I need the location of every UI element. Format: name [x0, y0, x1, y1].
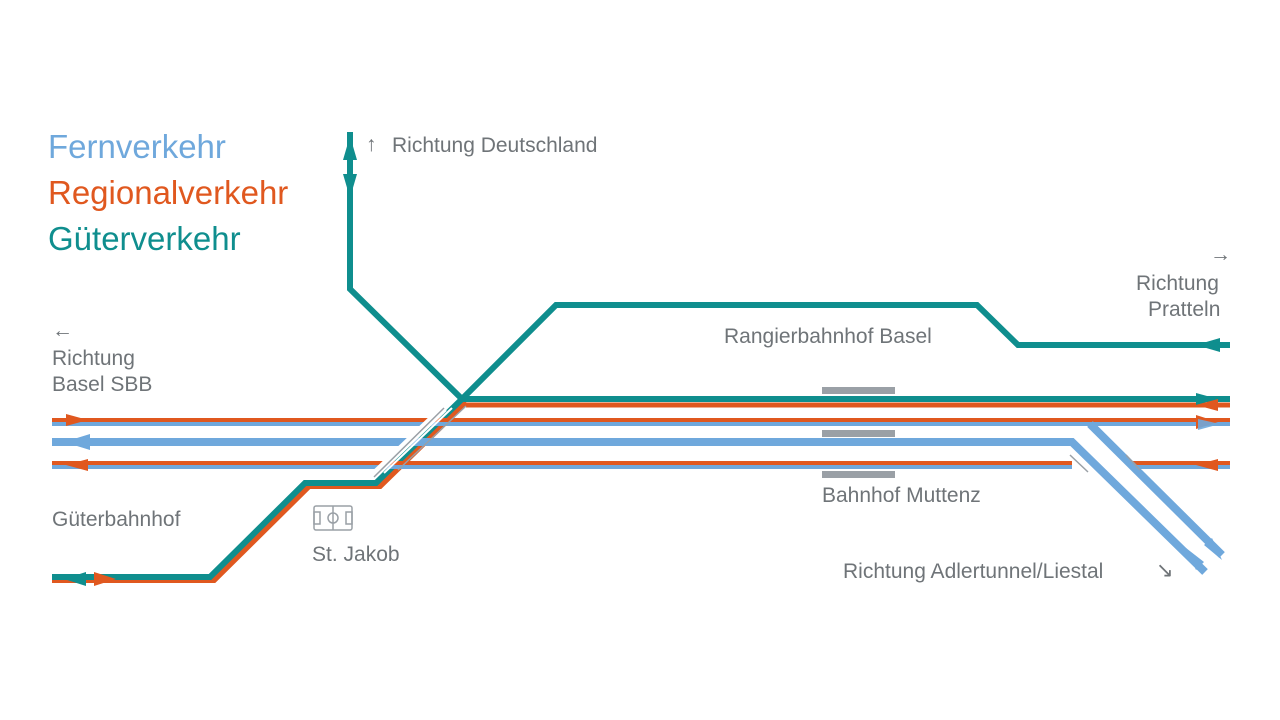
label-rangierbahnhof: Rangierbahnhof Basel — [724, 325, 932, 348]
label-st-jakob: St. Jakob — [312, 543, 400, 566]
arrow-left-icon: ← — [52, 319, 73, 342]
label-richtung-adlertunnel: Richtung Adlertunnel/Liestal — [843, 560, 1104, 583]
legend-gueterverkehr: Güterverkehr — [48, 220, 241, 257]
label-richtung-pratteln-2: Pratteln — [1148, 298, 1221, 321]
stadium-icon — [313, 505, 353, 531]
arrow-down-right-icon: ↘ — [1156, 559, 1174, 582]
label-bahnhof-muttenz: Bahnhof Muttenz — [822, 484, 981, 507]
station-muttenz-platforms — [822, 387, 895, 478]
freight-rangierbahnhof-track — [459, 302, 1230, 402]
arrow-right-icon: → — [1210, 243, 1231, 266]
arrow-up-icon: ↑ — [366, 133, 377, 156]
direction-arrows — [64, 136, 1222, 586]
label-richtung-pratteln-1: Richtung — [1136, 272, 1219, 295]
label-gueterbahnhof: Güterbahnhof — [52, 508, 181, 531]
long-distance-adlertunnel-track — [1087, 421, 1225, 558]
legend-regionalverkehr: Regionalverkehr — [48, 174, 289, 211]
label-richtung-deutschland: Richtung Deutschland — [392, 134, 598, 157]
label-richtung-basel-2: Basel SBB — [52, 373, 153, 396]
long-distance-track-3 — [52, 438, 1208, 575]
freight-gueterbahnhof-track — [52, 396, 465, 580]
legend-fernverkehr: Fernverkehr — [48, 128, 226, 165]
label-richtung-basel-1: Richtung — [52, 347, 135, 370]
freight-deutschland-track — [347, 132, 465, 402]
regional-gueterbahnhof-track — [52, 399, 469, 583]
